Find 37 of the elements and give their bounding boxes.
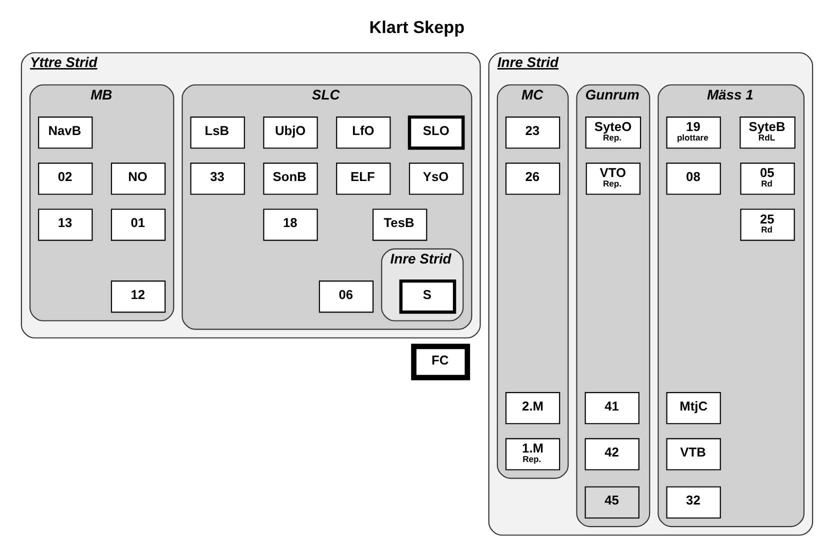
node-box: NavB (38, 116, 93, 148)
node-box: 45 (584, 486, 640, 518)
node-box: 1.M Rep. (505, 438, 560, 470)
node-box: MtjC (666, 392, 721, 424)
node-box: 12 (110, 280, 166, 312)
node-box: S (399, 278, 456, 314)
node-box: YsO (408, 162, 464, 194)
node-box: 02 (38, 162, 93, 194)
node-box: 05 Rd (740, 162, 795, 194)
node-box: LsB (190, 116, 245, 148)
node-box: VTO Rep. (586, 162, 640, 194)
node-box: 42 (584, 438, 640, 470)
node-box: SyteB RdL (740, 116, 796, 148)
node-box: SyteO Rep. (585, 116, 642, 148)
node-box: 18 (263, 208, 318, 240)
node-box: 41 (584, 392, 640, 424)
node-box: VTB (666, 438, 721, 470)
diagram-title: Klart Skepp (369, 16, 465, 37)
node-box: FC (411, 343, 470, 380)
node-box: 26 (505, 162, 560, 194)
node-box: TesB (372, 208, 428, 240)
node-box: SonB (263, 162, 318, 194)
node-box: 25 Rd (740, 208, 795, 240)
node-box: 19 plottare (666, 116, 721, 148)
node-box: SLO (408, 114, 465, 150)
node-box: UbjO (263, 116, 318, 148)
node-box: 32 (666, 486, 721, 518)
node-box: 06 (318, 280, 374, 312)
node-box: 01 (110, 208, 166, 240)
node-box: 13 (38, 208, 93, 240)
node-box: NO (110, 162, 166, 194)
node-box: ELF (336, 162, 391, 194)
node-box: 33 (190, 162, 245, 194)
node-box: 08 (666, 162, 721, 194)
node-box: LfO (336, 116, 391, 148)
node-box: 2.M (505, 392, 560, 424)
node-box: 23 (505, 116, 560, 148)
